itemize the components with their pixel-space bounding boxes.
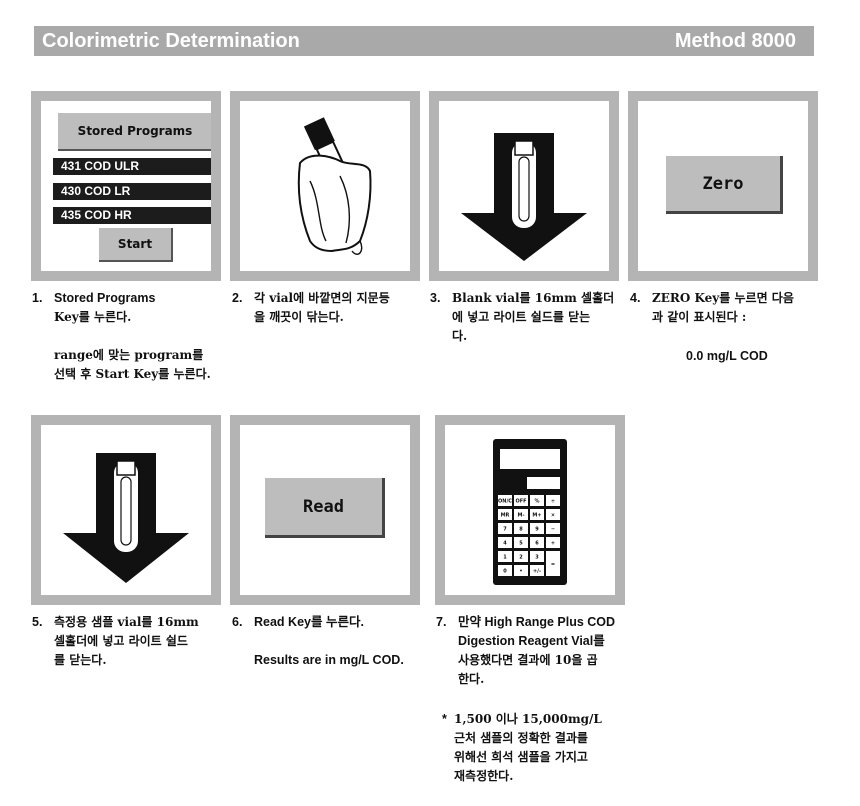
program-item-431[interactable]: 431 COD ULR	[53, 158, 211, 175]
down-arrow-vial-icon	[439, 101, 609, 271]
step5-line3: 를 닫는다.	[54, 651, 107, 670]
step1-line1: Stored Programs	[54, 289, 155, 308]
header-title: Colorimetric Determination	[42, 30, 300, 53]
stored-programs-button[interactable]: Stored Programs	[58, 113, 211, 151]
calculator-key-label: •	[519, 569, 522, 575]
step4-caption: 4. ZERO Key를 누르면 다음 과 같이 표시된다 : 0.0 mg/L…	[630, 289, 825, 369]
step2-line2: 을 깨끗이 닦는다.	[254, 308, 344, 327]
calculator-key-label: M-	[517, 513, 524, 519]
step2-number: 2.	[232, 289, 242, 308]
header-bar: Colorimetric Determination Method 8000	[34, 26, 814, 56]
step4-panel: Zero	[628, 91, 818, 281]
step3-panel	[429, 91, 619, 281]
step6-line1: Read Key를 누른다.	[254, 613, 364, 632]
step2-line1: 각 vial에 바깥면의 지문등	[254, 289, 390, 308]
down-arrow-sample-vial-icon	[41, 425, 211, 595]
step4-display-value: 0.0 mg/L COD	[686, 347, 768, 366]
step1-number: 1.	[32, 289, 42, 308]
step7-line4: 한다.	[458, 670, 484, 689]
step3-caption: 3. Blank vial를 16mm 셀홀더 에 넣고 라이트 쉴드를 닫는 …	[430, 289, 625, 349]
step5-number: 5.	[32, 613, 42, 632]
step6-panel: Read	[230, 415, 420, 605]
step7-line3: 사용했다면 결과에 10을 곱	[458, 651, 598, 670]
calculator-key-label: +/-	[533, 569, 541, 575]
step7-line1: 만약 High Range Plus COD	[458, 613, 615, 632]
step3-line1: Blank vial를 16mm 셀홀더	[452, 289, 614, 308]
step4-line1: ZERO Key를 누르면 다음	[652, 289, 794, 308]
program-item-435[interactable]: 435 COD HR	[53, 207, 211, 224]
step3-line2: 에 넣고 라이트 쉴드를 닫는	[452, 308, 590, 327]
vial-wiping-illustration	[240, 101, 410, 271]
calculator-key-label: %	[534, 499, 539, 505]
step7-note2: 근처 샘플의 정확한 결과를	[454, 729, 588, 748]
step1-caption: 1. Stored Programs Key를 누른다. range에 맞는 p…	[32, 289, 227, 384]
calculator-key-label: −	[551, 527, 555, 533]
step7-note1: 1,500 이나 15,000mg/L	[454, 710, 602, 729]
step6-caption: 6. Read Key를 누른다. Results are in mg/L CO…	[232, 613, 432, 673]
calculator-key-label: 6	[535, 541, 539, 547]
step4-line2: 과 같이 표시된다 :	[652, 308, 746, 327]
calculator-key-label: 0	[503, 569, 507, 575]
step7-note4: 재측정한다.	[454, 767, 513, 786]
zero-button[interactable]: Zero	[666, 156, 783, 214]
step5-line2: 셀홀더에 넣고 라이트 쉴드	[54, 632, 188, 651]
step6-number: 6.	[232, 613, 242, 632]
calculator-key-label: MR	[501, 513, 510, 519]
calculator-key-label: ÷	[551, 499, 555, 505]
calculator-key-label: M+	[532, 513, 541, 519]
step5-line1: 측정용 샘플 vial를 16mm	[54, 613, 199, 632]
read-button[interactable]: Read	[265, 478, 385, 538]
start-button[interactable]: Start	[99, 228, 173, 262]
step2-panel	[230, 91, 420, 281]
step1-line2: Key를 누른다.	[54, 308, 131, 327]
calculator-key-label: 9	[535, 527, 539, 533]
step1-panel: Stored Programs 431 COD ULR 430 COD LR 4…	[31, 91, 221, 281]
calculator-key-label: 2	[519, 555, 523, 561]
step1-line3: range에 맞는 program를	[54, 346, 203, 365]
calculator-key-label: 5	[519, 541, 523, 547]
header-method: Method 8000	[675, 30, 796, 53]
step6-line2: Results are in mg/L COD.	[254, 651, 404, 670]
calculator-key-label: =	[551, 562, 555, 568]
step7-number: 7.	[436, 613, 446, 632]
calculator-key-label: 1	[503, 555, 507, 561]
calculator-key-label: ×	[551, 513, 555, 519]
step5-caption: 5. 측정용 샘플 vial를 16mm 셀홀더에 넣고 라이트 쉴드 를 닫는…	[32, 613, 227, 673]
program-item-430[interactable]: 430 COD LR	[53, 183, 211, 200]
step4-number: 4.	[630, 289, 640, 308]
step3-number: 3.	[430, 289, 440, 308]
step1-line4: 선택 후 Start Key를 누른다.	[54, 365, 211, 384]
step7-line2: Digestion Reagent Vial를	[458, 632, 605, 651]
step7-caption: 7. 만약 High Range Plus COD Digestion Reag…	[436, 613, 636, 793]
step5-panel	[31, 415, 221, 605]
calculator-key-label: 8	[519, 527, 523, 533]
step3-line3: 다.	[452, 327, 467, 346]
calculator-key-label: 4	[503, 541, 507, 547]
calculator-key-label: ON/C	[498, 499, 512, 505]
calculator-key-label: 7	[503, 527, 507, 533]
step2-caption: 2. 각 vial에 바깥면의 지문등 을 깨끗이 닦는다.	[232, 289, 427, 329]
calculator-key-label: +	[551, 541, 555, 547]
step7-note-mark: *	[442, 710, 447, 729]
step7-note3: 위해선 희석 샘플을 가지고	[454, 748, 588, 767]
calculator-key-label: 3	[535, 555, 539, 561]
calculator-key-label: OFF	[515, 499, 526, 505]
